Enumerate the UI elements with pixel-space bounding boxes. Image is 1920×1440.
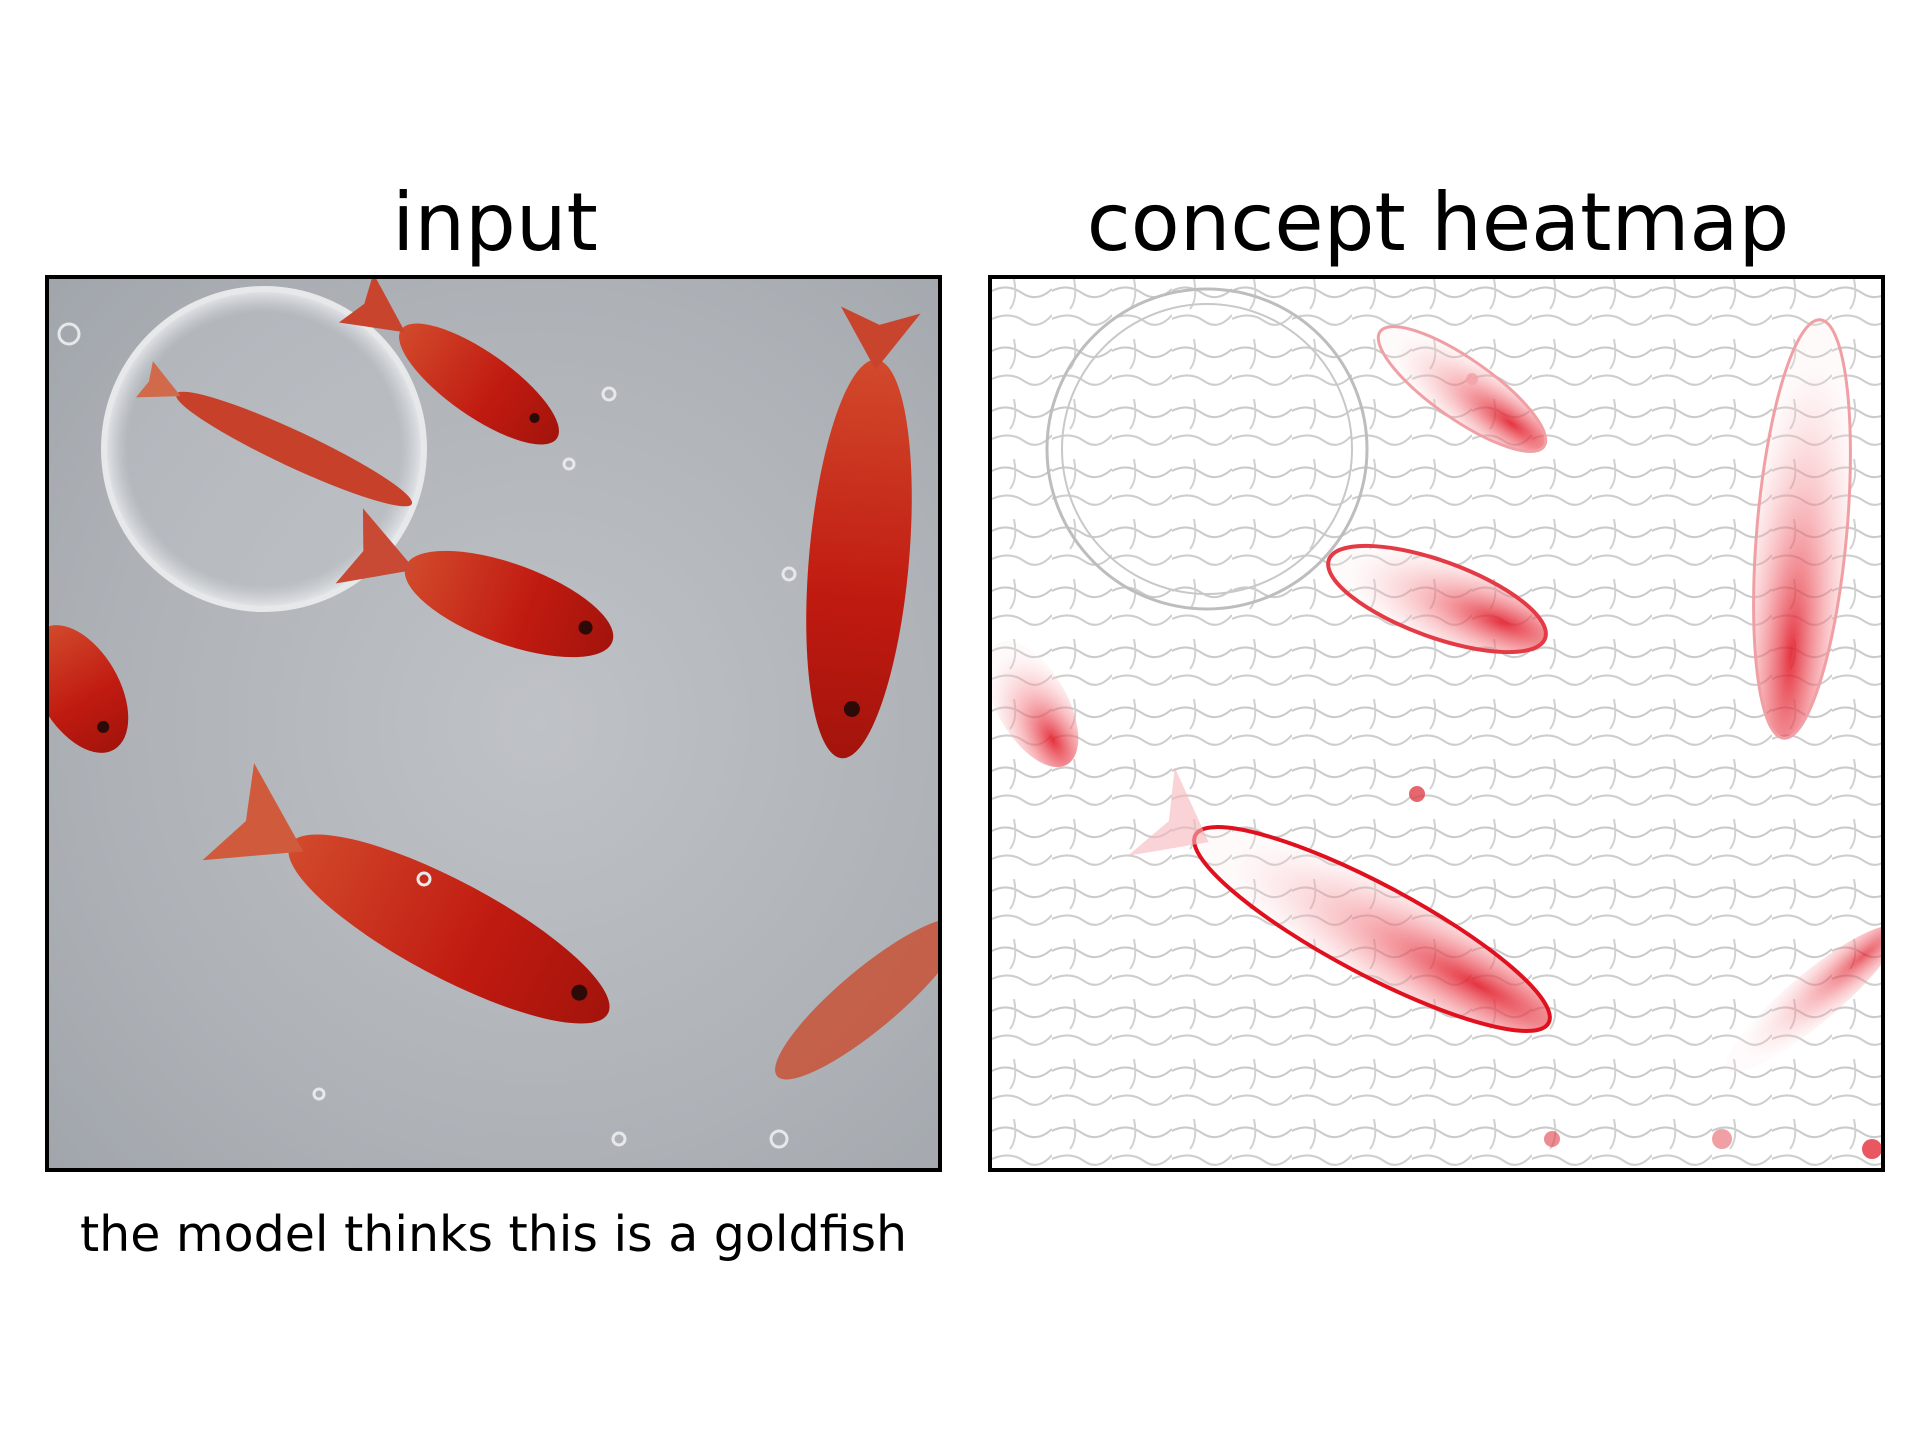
goldfish — [335, 508, 614, 658]
prediction-caption: the model thinks this is a goldfish — [79, 1206, 908, 1263]
heat-region — [1726, 925, 1881, 1073]
heat-region — [992, 640, 1079, 768]
goldfish — [806, 306, 921, 759]
concept-heatmap — [988, 275, 1885, 1172]
heat-region — [1376, 325, 1548, 453]
goldfish — [136, 361, 413, 507]
heat-region — [1326, 543, 1548, 655]
input-panel-title: input — [392, 176, 598, 269]
goldfish — [49, 625, 129, 753]
goldfish — [338, 279, 559, 445]
goldfish — [775, 918, 938, 1080]
heat-region — [1752, 318, 1852, 740]
heat-region — [1127, 767, 1552, 1033]
goldfish — [202, 763, 610, 1024]
input-image — [45, 275, 942, 1172]
heatmap-panel-title: concept heatmap — [1086, 176, 1790, 269]
